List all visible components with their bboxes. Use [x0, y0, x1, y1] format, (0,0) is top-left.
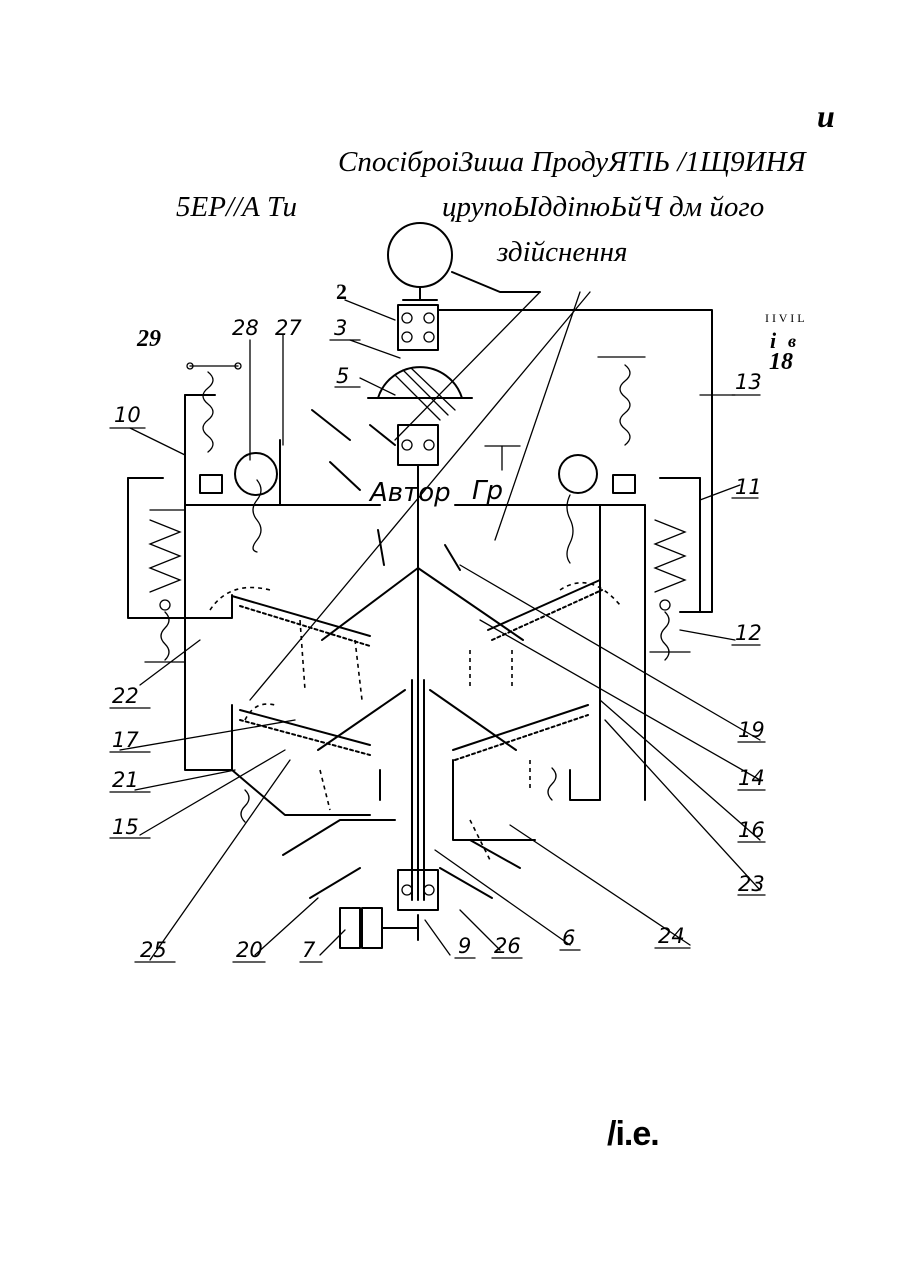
pulley — [340, 908, 360, 948]
label-3: 3 — [334, 318, 347, 339]
right-spring — [655, 520, 685, 592]
label-14: 14 — [738, 768, 765, 789]
label-5: 5 — [336, 366, 349, 387]
leader-2 — [345, 300, 395, 320]
label-v: в — [788, 332, 796, 350]
left-spring — [150, 520, 180, 592]
label-15: 15 — [112, 817, 139, 838]
label-11: 11 — [735, 477, 762, 498]
label-22: 22 — [112, 686, 139, 707]
label-6: 6 — [562, 928, 575, 949]
label-2: 2 — [336, 281, 347, 303]
label-16: 16 — [738, 820, 765, 841]
label-17: 17 — [112, 730, 139, 751]
upper-bearing-block — [398, 305, 438, 350]
label-19: 19 — [738, 720, 765, 741]
upper-cone — [322, 568, 523, 640]
footer-mark: /і.е. — [607, 1117, 659, 1151]
label-25: 25 — [140, 940, 167, 961]
label-12: 12 — [735, 623, 762, 644]
label-9: 9 — [458, 936, 471, 957]
tick-marks: I I V I L — [765, 312, 805, 324]
label-18: 18 — [769, 350, 793, 374]
gr-signature: Гр — [472, 478, 503, 504]
label-7: 7 — [302, 940, 315, 961]
label-27: 27 — [275, 318, 302, 339]
label-13: 13 — [735, 372, 762, 393]
right-sphere — [559, 455, 597, 493]
label-21: 21 — [112, 770, 139, 791]
label-24: 24 — [658, 926, 685, 947]
left-sphere — [235, 453, 277, 495]
label-10: 10 — [114, 405, 141, 426]
label-28: 28 — [232, 318, 259, 339]
label-23: 23 — [738, 874, 765, 895]
motor-circle — [388, 223, 452, 287]
label-20: 20 — [236, 940, 263, 961]
label-29: 29 — [137, 327, 161, 351]
author-signature: Автор — [370, 480, 451, 506]
label-26: 26 — [494, 936, 521, 957]
